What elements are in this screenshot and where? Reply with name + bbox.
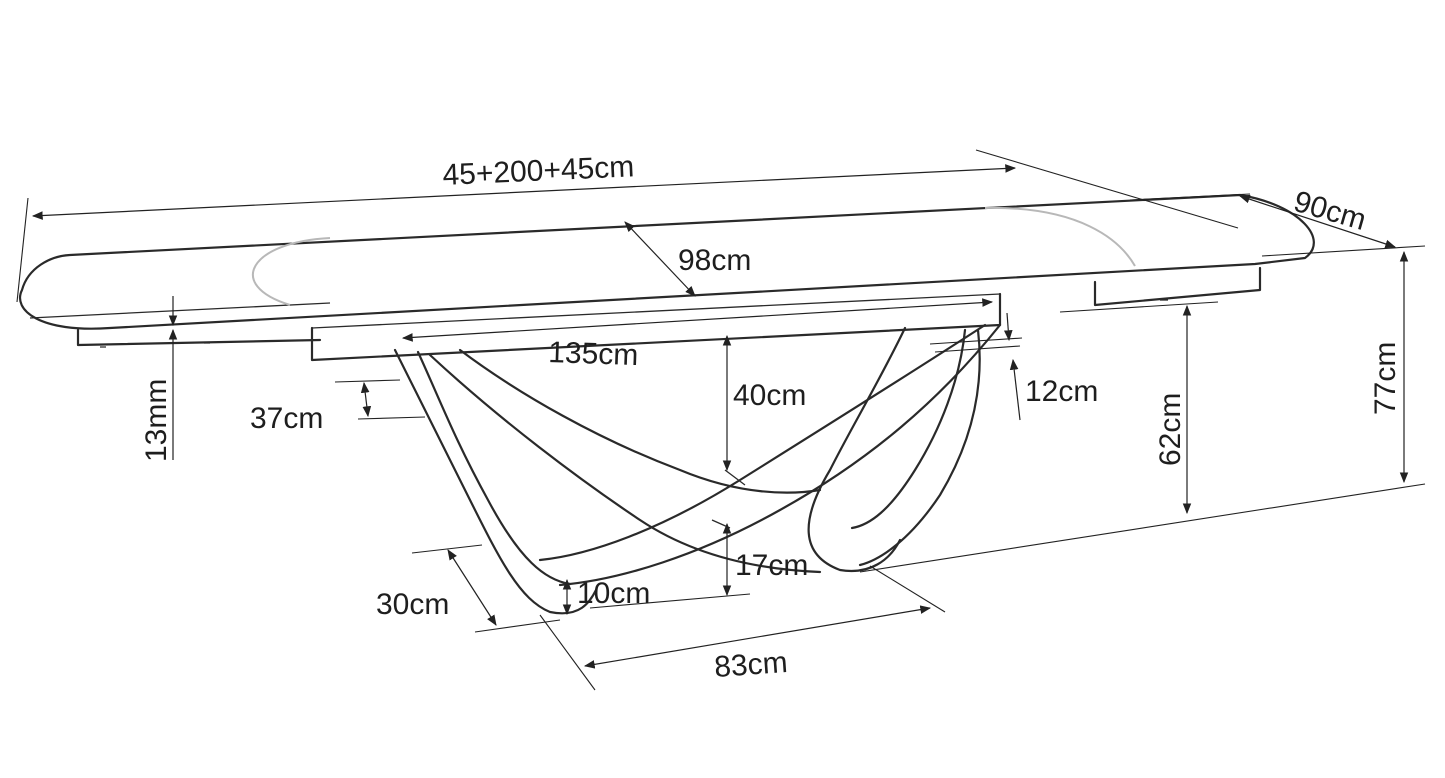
left-pad-dots [100,342,210,348]
apron-front [310,292,1002,362]
floor-line [859,483,1426,573]
leg-curve-dimension [360,381,372,418]
leg-curve-ext-top [334,379,401,383]
frame-apron [310,292,1002,362]
left-extension-seam [251,237,331,306]
side-profile-ext-top [929,337,1023,345]
right-pad [1093,266,1262,307]
base-width-dimension [447,549,497,626]
base-length-ext-right [869,565,946,613]
total-length-dimension [31,164,1017,220]
depth-ext-back [1129,193,1251,201]
foot-height-label: 10cm [577,577,650,610]
center-length-dimension [401,298,994,342]
inner-diagonal-label: 98cm [678,244,751,277]
leg-height-ext [1059,301,1219,313]
left-pad [76,328,322,347]
inner-diagonal-dimension [624,221,696,297]
side-profile-label: 12cm [1025,375,1098,408]
total-length-ext-left [16,197,29,303]
base-length-label: 83cm [713,646,788,684]
base-length-dimension [583,605,932,669]
right-leg-back [858,328,981,567]
table-base [393,323,1002,615]
dimension-lines [16,149,1426,691]
cross-arm-a-lower [428,353,822,574]
right-leg-outer [807,326,907,573]
center-length-label: 135cm [548,336,639,372]
base-width-ext-top [411,544,483,554]
right-leg-inner [850,328,967,530]
cross-arm-a-upper [458,348,822,494]
base-width-label: 30cm [376,588,449,621]
cross-arm-b-upper [538,323,987,562]
top-thickness-label: 13mm [140,379,173,462]
dimension-labels: 45+200+45cm 90cm 77cm 13mm 98cm 135cm 40… [140,150,1402,684]
frame-height-label: 40cm [733,379,806,412]
base-width-ext-bottom [474,619,561,633]
left-leg-outer [393,348,598,615]
lower-curve-label: 17cm [735,549,808,582]
total-length-label: 45+200+45cm [442,150,635,192]
base-length-ext-left [539,614,596,691]
depth-ext-front [1261,245,1426,257]
right-extension-seam [984,206,1136,267]
total-length-ext-right [975,149,1239,229]
table-top-edge [29,302,331,319]
left-leg-inner [416,350,572,586]
leg-curve-label: 37cm [250,402,323,435]
side-profile-arrow-top [1003,312,1013,342]
depth-label: 90cm [1290,185,1370,237]
leg-height-label: 62cm [1154,393,1187,466]
depth-dimension [1238,194,1397,249]
table-top [19,193,1315,348]
cross-arm-b-lower [558,323,1002,587]
total-height-label: 77cm [1369,342,1402,415]
side-profile-ext-bottom [934,345,1021,353]
leg-curve-ext-bottom [357,416,426,420]
side-profile-arrow-bottom [1009,358,1021,421]
